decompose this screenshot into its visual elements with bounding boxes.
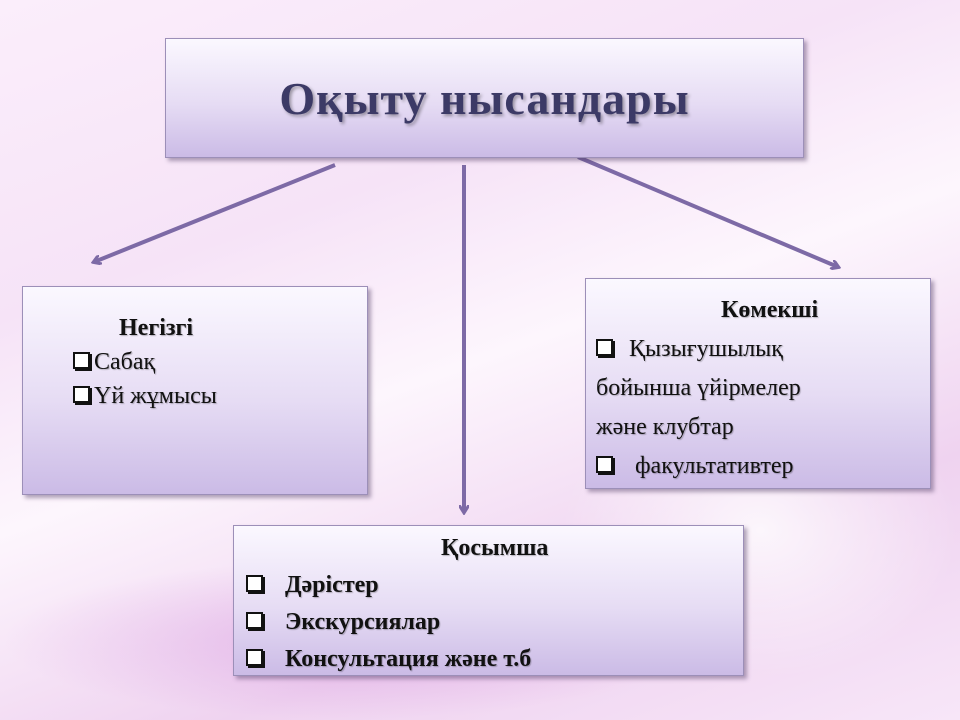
- list-item: Консультация және т.б: [246, 641, 743, 678]
- checkbox-bullet-icon: [596, 339, 613, 356]
- kosymsha-heading: Қосымша: [441, 535, 549, 561]
- checkbox-bullet-icon: [246, 575, 263, 592]
- arrow-to-komekshi: [577, 155, 838, 267]
- negizgi-heading: Негізгі: [119, 315, 194, 341]
- kosymsha-box: Қосымша Дәрістер Экскурсиялар Консультац…: [233, 525, 744, 676]
- list-item: Қызығушылық: [596, 330, 930, 369]
- checkbox-bullet-icon: [246, 649, 263, 666]
- list-item-continuation: және клубтар: [596, 414, 734, 440]
- list-item: Үй жұмысы: [73, 379, 367, 413]
- checkbox-bullet-icon: [246, 612, 263, 629]
- checkbox-bullet-icon: [73, 352, 90, 369]
- list-item: Сабақ: [73, 345, 367, 379]
- checkbox-bullet-icon: [596, 456, 613, 473]
- list-item: факультативтер: [596, 447, 930, 486]
- list-item: Экскурсиялар: [246, 604, 743, 641]
- checkbox-bullet-icon: [73, 386, 90, 403]
- list-item-continuation: бойынша үйірмелер: [596, 375, 801, 401]
- diagram-title: Оқыту нысандары: [279, 72, 690, 124]
- negizgi-box: Негізгі Сабақ Үй жұмысы: [22, 286, 368, 495]
- title-box: Оқыту нысандары: [165, 38, 804, 158]
- arrow-to-negizgi: [94, 163, 336, 262]
- komekshi-heading: Көмекші: [721, 297, 819, 323]
- list-item: Дәрістер: [246, 567, 743, 604]
- komekshi-box: Көмекші Қызығушылық бойынша үйірмелер жә…: [585, 278, 931, 489]
